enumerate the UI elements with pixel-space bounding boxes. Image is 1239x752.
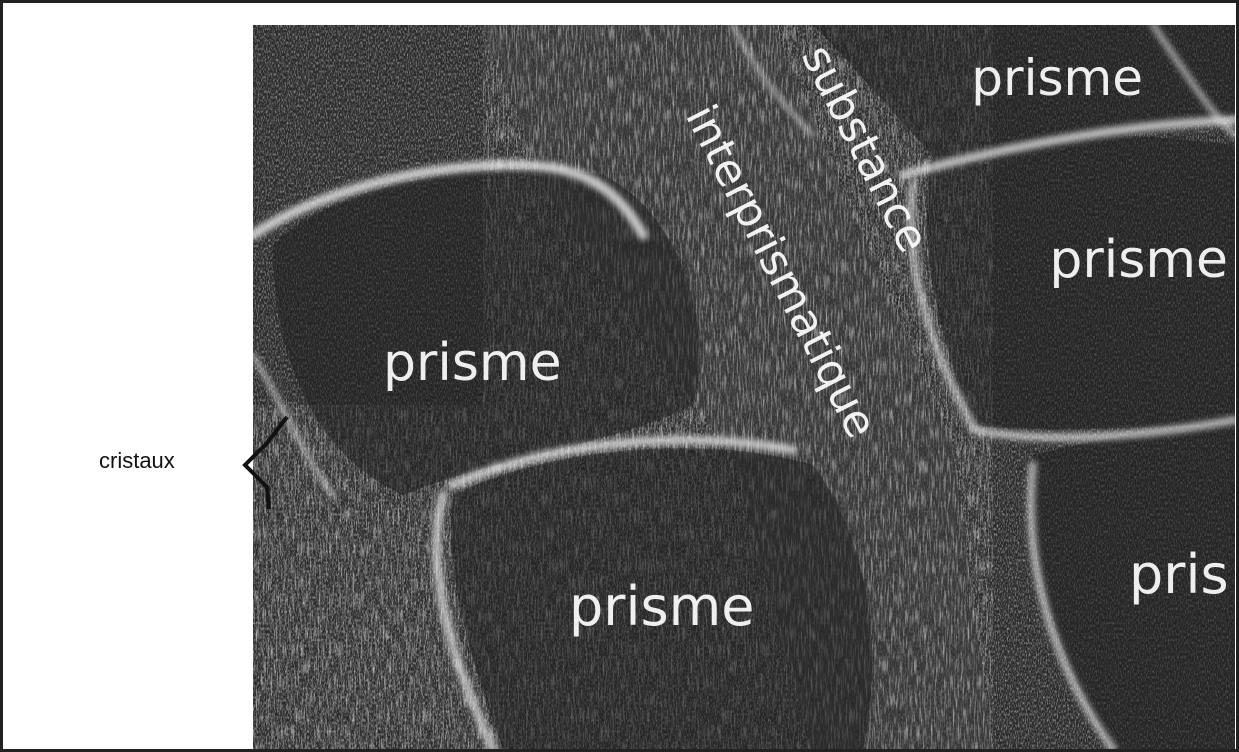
prism-label-bottom-right: pris [1129, 543, 1229, 606]
micrograph-drawing: prisme prisme prisme prisme pris substan… [253, 25, 1235, 749]
crystal-label: cristaux [99, 448, 175, 474]
prism-label-top-right: prisme [971, 49, 1143, 107]
prism-label-right: prisme [1049, 230, 1228, 290]
enamel-micrograph: prisme prisme prisme prisme pris substan… [253, 25, 1235, 749]
prism-label-bottom: prisme [569, 575, 754, 638]
prism-label-left: prisme [383, 333, 562, 393]
crystal-bracket [229, 403, 289, 523]
